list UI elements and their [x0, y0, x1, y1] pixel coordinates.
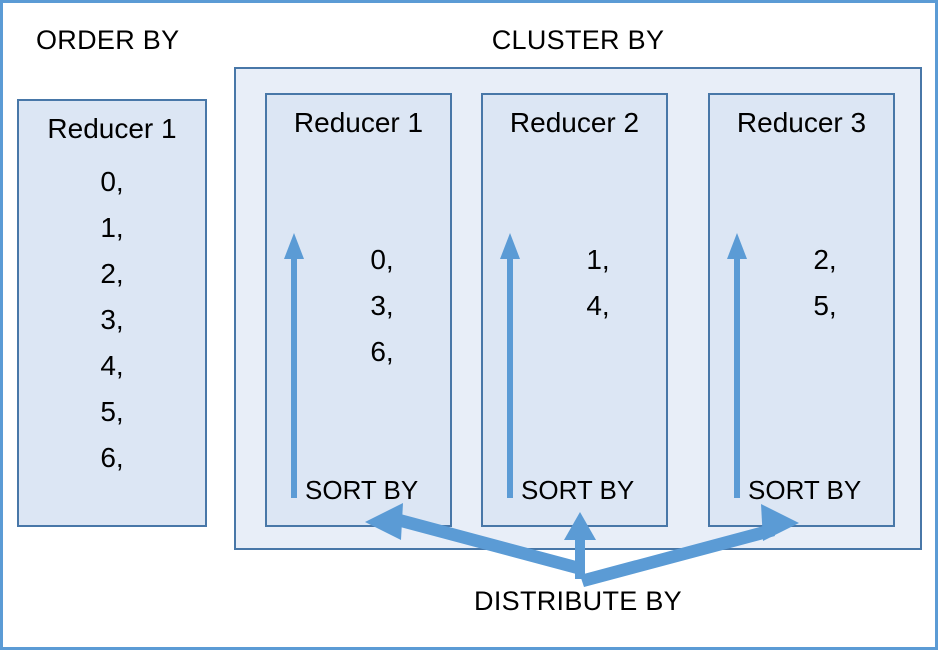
sort-by-arrow-icon [284, 233, 304, 498]
cluster-reducer-2-panel: Reducer 2 1, 4, SORT BY [481, 93, 668, 527]
cluster-reducer-3-label: Reducer 3 [736, 107, 867, 138]
cluster-by-title: CLUSTER BY [491, 25, 665, 55]
cluster-reducer-3-panel: Reducer 3 2, 5, SORT BY [708, 93, 895, 527]
cluster-reducer-2-value-list: 1, 4, [586, 244, 610, 321]
sort-by-arrow-icon [727, 233, 747, 498]
cluster-reducer-1-panel: Reducer 1 0, 3, 6, SORT BY [265, 93, 452, 527]
cluster-reducer-1-value-list: 0, 3, 6, [370, 244, 394, 367]
order-by-title: ORDER BY [36, 25, 180, 55]
cluster-reducer-3-sort-by-label: SORT BY [748, 475, 862, 505]
distribute-by-title: DISTRIBUTE BY [474, 586, 682, 616]
cluster-reducer-1-label: Reducer 1 [293, 107, 424, 138]
cluster-reducer-2-sort-by-label: SORT BY [521, 475, 635, 505]
sort-by-arrow-icon [500, 233, 520, 498]
cluster-reducer-2-label: Reducer 2 [509, 107, 640, 138]
cluster-reducer-1-sort-by-label: SORT BY [305, 475, 419, 505]
order-by-value-list: 0, 1, 2, 3, 4, 5, 6, [100, 166, 124, 473]
order-by-reducer-label: Reducer 1 [47, 113, 177, 144]
order-by-reducer-panel: Reducer 1 0, 1, 2, 3, 4, 5, 6, [17, 99, 207, 527]
cluster-reducer-3-value-list: 2, 5, [813, 244, 837, 321]
